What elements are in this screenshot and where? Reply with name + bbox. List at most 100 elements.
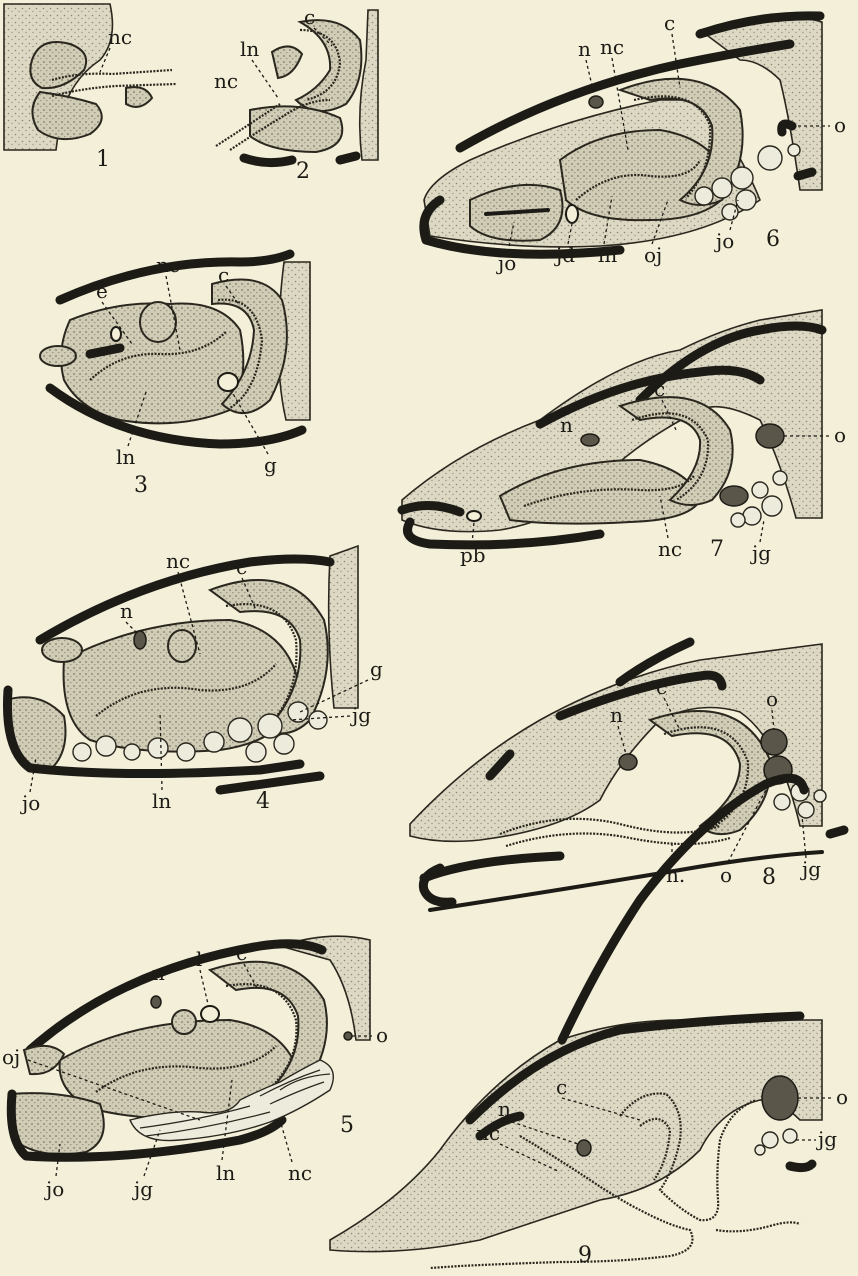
fig7-label-jg: jg — [750, 541, 771, 565]
fig5-label-nc: nc — [288, 1161, 312, 1185]
figure-9: c n nc o jg 9 — [330, 778, 848, 1268]
fig1-label-nc: nc — [108, 25, 132, 49]
fig3-label-nc: nc — [156, 253, 180, 277]
fig3-label-e: e — [96, 279, 108, 303]
fig5-leader-l — [200, 970, 208, 1004]
fig9-number: 9 — [578, 1243, 592, 1268]
fig4-label-jg: jg — [350, 703, 371, 727]
fig9-o-mass — [762, 1076, 798, 1120]
fig8-o-upper — [761, 729, 787, 755]
fig4-lower-bar — [220, 776, 320, 790]
fig6-label-jo-a: jo — [496, 251, 516, 275]
fig6-n-dot — [589, 96, 603, 108]
fig2-label-ln: ln — [240, 37, 259, 61]
fig5-nodule — [172, 1010, 196, 1034]
fig3-number: 3 — [134, 473, 148, 498]
figure-1: nc 1 — [4, 4, 176, 172]
fig8-number: 8 — [762, 865, 776, 890]
fig9-label-jg: jg — [816, 1127, 837, 1151]
figure-4: n nc c g jg jo ln 4 — [6, 546, 383, 815]
fig7-label-pb: pb — [460, 543, 486, 567]
fig6-label-nc: nc — [600, 35, 624, 59]
fig7-number: 7 — [710, 537, 724, 562]
fig8-label-n: n — [610, 703, 623, 727]
fig5-ring-l — [201, 1006, 219, 1022]
fig5-number: 5 — [340, 1113, 354, 1138]
fig4-number: 4 — [256, 789, 270, 814]
fig4-label-ln: ln — [152, 789, 171, 813]
fig4-front-blob — [42, 638, 82, 662]
fig7-mid-mass — [720, 486, 748, 506]
fig5-label-n: n — [152, 961, 165, 985]
fig4-label-jo: jo — [20, 791, 40, 815]
fig9-arch — [562, 778, 804, 1040]
figure-7: c n o pb nc jg 7 — [402, 310, 846, 567]
fig5-label-jg: jg — [132, 1177, 153, 1201]
fig6-label-oj: oj — [644, 243, 662, 267]
figure-2: c ln nc 2 — [214, 5, 378, 184]
fig4-right-wall — [329, 546, 358, 708]
fig3-dash — [90, 348, 120, 354]
fig6-label-n: n — [578, 37, 591, 61]
fig9-label-nc: nc — [476, 1121, 500, 1145]
fig4-n-dot — [134, 631, 146, 649]
fig7-label-nc: nc — [658, 537, 682, 561]
fig3-label-g: g — [264, 453, 277, 477]
fig7-leader-jg — [760, 520, 764, 542]
fig5-label-o: o — [376, 1023, 388, 1047]
fig5-o-dot — [344, 1032, 352, 1040]
fig7-pb-ring — [467, 511, 481, 521]
figure-3: c nc e ln g 3 — [40, 253, 310, 498]
fig8-n-dot — [619, 754, 637, 770]
fig9-label-o: o — [836, 1085, 848, 1109]
fig1-small-lobe — [126, 87, 152, 107]
fig3-label-ln: ln — [116, 445, 135, 469]
fig5-jo-mass — [10, 1093, 104, 1154]
fig2-right-wall — [360, 10, 378, 160]
fig4-nodule — [168, 630, 196, 662]
fig8-jaw-bar — [423, 856, 560, 902]
fig2-bottom-bar — [244, 158, 292, 163]
fig2-lower-lobe — [250, 106, 342, 152]
fig3-front-blob — [40, 346, 76, 366]
fig2-bottom-dash — [340, 156, 356, 160]
fig6-label-jd: jd — [554, 243, 575, 267]
fig5-label-jo: jo — [44, 1177, 64, 1201]
fig6-label-o: o — [834, 113, 846, 137]
fig5-label-l: l — [196, 947, 202, 971]
fig2-label-c: c — [304, 5, 315, 29]
fig7-n-dot — [581, 434, 599, 446]
fig9-tail — [716, 1222, 800, 1231]
fig9-jacobson-glands — [755, 1129, 797, 1155]
fig9-n-dot — [577, 1140, 591, 1156]
fig2-cerebral-lobe — [296, 20, 361, 111]
fig5-label-c: c — [236, 941, 247, 965]
fig4-label-n: n — [120, 599, 133, 623]
figure-6: n nc c o jo jd ln oj jo 6 — [424, 11, 846, 275]
fig1-lower-lobe — [32, 92, 101, 139]
fig3-label-c: c — [218, 263, 229, 287]
fig8-label-jg: jg — [800, 857, 821, 881]
fig3-ring-o — [111, 327, 121, 341]
fig2-number: 2 — [296, 159, 310, 184]
fig8-label-o-bottom: o — [720, 863, 732, 887]
fig6-dash — [798, 172, 812, 176]
fig6-label-ln: ln — [598, 243, 617, 267]
fig7-label-n: n — [560, 413, 573, 437]
fig5-label-ln: ln — [216, 1161, 235, 1185]
fig6-number: 6 — [766, 227, 780, 252]
fig6-jd-ring — [566, 205, 578, 223]
fig9-label-n: n — [498, 1097, 511, 1121]
fig1-number: 1 — [96, 147, 110, 172]
fig3-ring-g — [218, 373, 238, 391]
fig7-label-o: o — [834, 423, 846, 447]
fig9-dash — [790, 1164, 812, 1168]
fig8-cerebral-c — [650, 711, 770, 834]
fig4-label-g: g — [370, 657, 383, 681]
fig6-label-c: c — [664, 11, 675, 35]
fig8-right-dash — [830, 830, 844, 834]
fig4-label-nc: nc — [166, 549, 190, 573]
fig7-o-mass — [756, 424, 784, 448]
fig6-label-jo-b: jo — [714, 229, 734, 253]
